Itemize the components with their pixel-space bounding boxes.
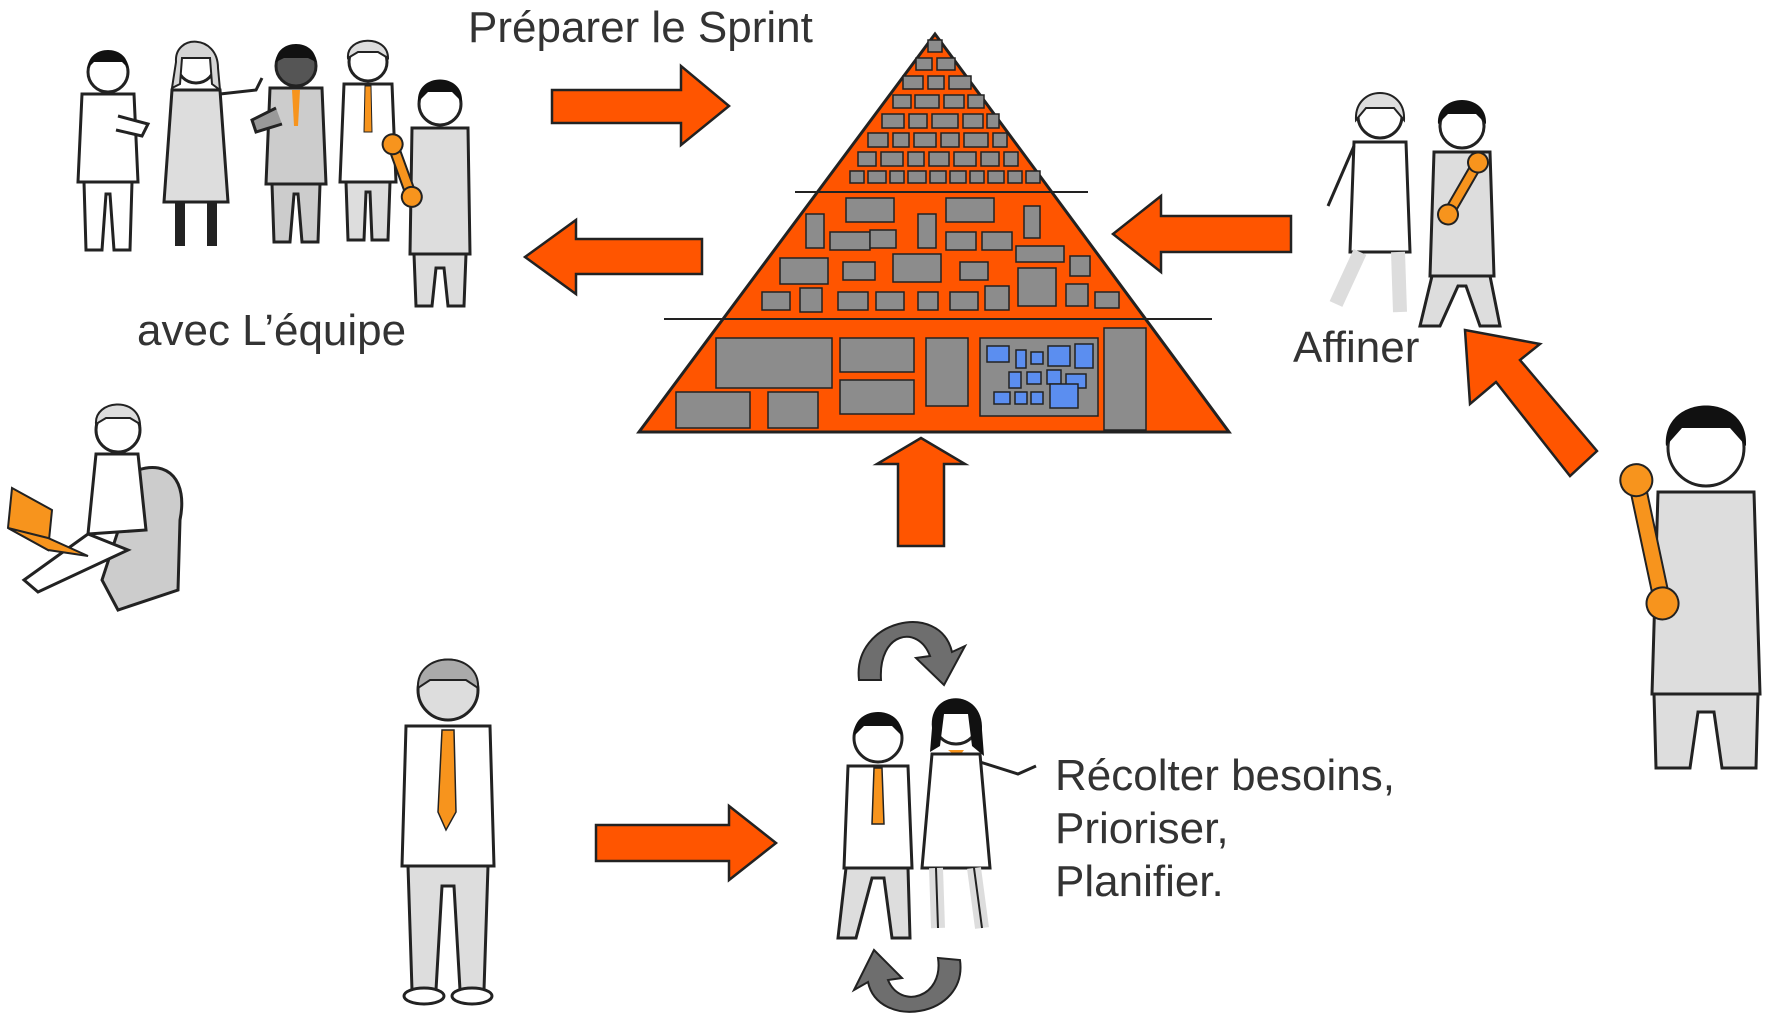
- refine-woman: [1326, 92, 1412, 313]
- team-member-1: [76, 50, 151, 252]
- refine-worker: [1418, 100, 1502, 328]
- team-member-3: [250, 44, 328, 244]
- meeting-pair: [836, 698, 1037, 940]
- developer-worker: [1619, 405, 1762, 770]
- product-owner: [400, 658, 496, 1006]
- meeting-man: [836, 712, 914, 940]
- team-member-2: [162, 40, 264, 246]
- label-gather-line-3: Planifier.: [1055, 856, 1224, 906]
- wrench-icon: [1619, 463, 1680, 621]
- refine-pair: [1326, 92, 1502, 328]
- wrench-icon: [1437, 151, 1489, 226]
- person-with-laptop: [6, 403, 184, 612]
- team-member-4: [338, 39, 398, 242]
- backlog-pyramid: [636, 31, 1232, 434]
- label-with-team: avec L’équipe: [137, 306, 407, 355]
- label-gather-line-1: Récolter besoins,: [1055, 751, 1395, 800]
- arrow-affine-to-pyramid: [1110, 193, 1293, 275]
- arrows: [522, 63, 1599, 883]
- label-gather-line-2: Prioriser,: [1055, 803, 1229, 853]
- backlog-items: [675, 39, 1147, 431]
- arrow-up-to-pyramid: [872, 436, 970, 548]
- label-prepare-sprint: Préparer le Sprint: [468, 3, 813, 52]
- label-gather-prioritize-plan: Récolter besoins, Prioriser, Planifier.: [1055, 750, 1395, 908]
- arrow-worker-to-affine: [1463, 328, 1599, 478]
- arrow-to-pyramid: [550, 63, 731, 148]
- team-group: [76, 39, 472, 308]
- team-member-5-worker: [381, 79, 472, 308]
- meeting-woman: [920, 698, 1037, 929]
- arrow-owner-to-meeting: [594, 803, 779, 883]
- wrench-icon: [381, 133, 423, 208]
- cycle-arrow-icon: [851, 621, 968, 1013]
- label-refine: Affiner: [1293, 323, 1420, 372]
- laptop-icon: [6, 486, 89, 557]
- sprint-items-blue: [986, 343, 1094, 409]
- arrow-back-to-team: [522, 217, 704, 297]
